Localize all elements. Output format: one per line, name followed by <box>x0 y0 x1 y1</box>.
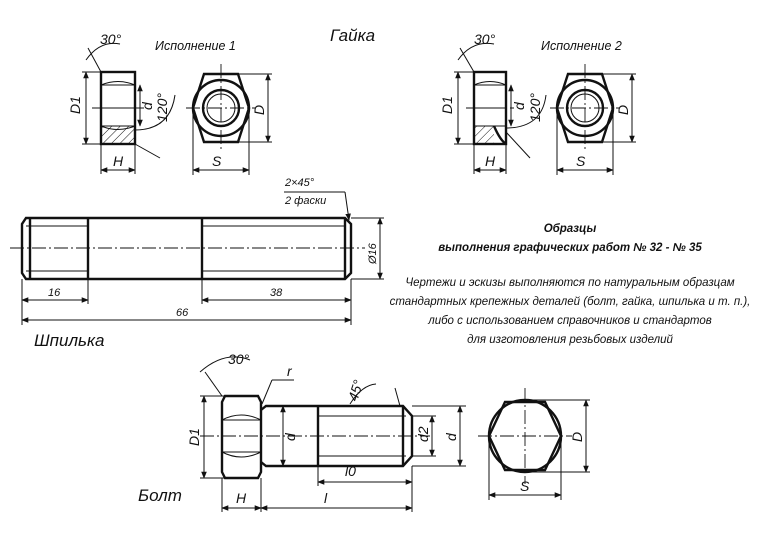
stud-len38: 38 <box>270 287 283 299</box>
nut1-d: d <box>139 101 155 110</box>
nut1-D: D <box>251 105 267 115</box>
stud-len16: 16 <box>48 287 61 299</box>
nut2-S: S <box>576 153 586 169</box>
bolt-side-view: 30° r 45° D1 d d2 d l0 <box>186 351 466 512</box>
nut-variant2-front-view: D S <box>550 64 636 175</box>
stud-chamfer-count: 2 фаски <box>284 195 326 207</box>
bolt-front-view: D S <box>478 388 590 500</box>
bolt-d-outer: d <box>443 432 459 441</box>
stud-title: Шпилька <box>34 331 104 350</box>
nut1-angle120: 120° <box>154 93 170 122</box>
bolt-l0: l0 <box>345 463 356 479</box>
nut-variant2-side-view: 30° D1 d 120° H <box>439 31 547 174</box>
bolt-S: S <box>520 478 530 494</box>
note-spacer <box>380 258 758 274</box>
nut-title: Гайка <box>330 26 375 45</box>
note-title2: выполнения графических работ № 32 - № 35 <box>438 242 702 254</box>
nut2-D1: D1 <box>439 96 455 114</box>
bolt-angle45: 45° <box>345 377 367 402</box>
note-line1: Чертежи и эскизы выполняются по натураль… <box>405 277 735 289</box>
stud-drawing: 2×45° 2 фаски Ø16 16 38 66 <box>10 177 384 325</box>
note-block: Образцы выполнения графических работ № 3… <box>380 220 758 350</box>
nut2-D: D <box>615 105 631 115</box>
nut1-S: S <box>212 153 222 169</box>
nut1-angle30: 30° <box>100 31 122 47</box>
nut1-D1: D1 <box>67 96 83 114</box>
stud-len66: 66 <box>176 307 189 319</box>
nut1-H: H <box>113 153 124 169</box>
nut2-angle120: 120° <box>527 93 543 122</box>
bolt-D1: D1 <box>186 428 202 446</box>
nut2-H: H <box>485 153 496 169</box>
nut2-angle30: 30° <box>474 31 496 47</box>
note-line4: для изготовления резьбовых изделий <box>467 334 673 346</box>
note-title1: Образцы <box>543 223 597 235</box>
bolt-H: H <box>236 490 247 506</box>
bolt-r: r <box>287 363 293 379</box>
variant1-label: Исполнение 1 <box>155 39 236 53</box>
bolt-d2: d2 <box>415 426 431 442</box>
note-line2: стандартных крепежных деталей (болт, гай… <box>389 296 751 308</box>
stud-chamfer: 2×45° <box>284 177 315 189</box>
bolt-l: l <box>324 490 328 506</box>
bolt-d: d <box>282 432 298 441</box>
variant2-label: Исполнение 2 <box>541 39 622 53</box>
bolt-angle30: 30° <box>228 351 250 367</box>
bolt-title: Болт <box>138 486 182 505</box>
nut-variant1-side-view: 30° D1 d 120° H <box>67 31 176 174</box>
nut-variant1-front-view: D S <box>186 64 272 175</box>
nut2-d: d <box>511 101 527 110</box>
stud-dia16: Ø16 <box>367 242 379 265</box>
bolt-D: D <box>569 432 585 442</box>
note-line3: либо с использованием справочников и ста… <box>428 315 712 327</box>
